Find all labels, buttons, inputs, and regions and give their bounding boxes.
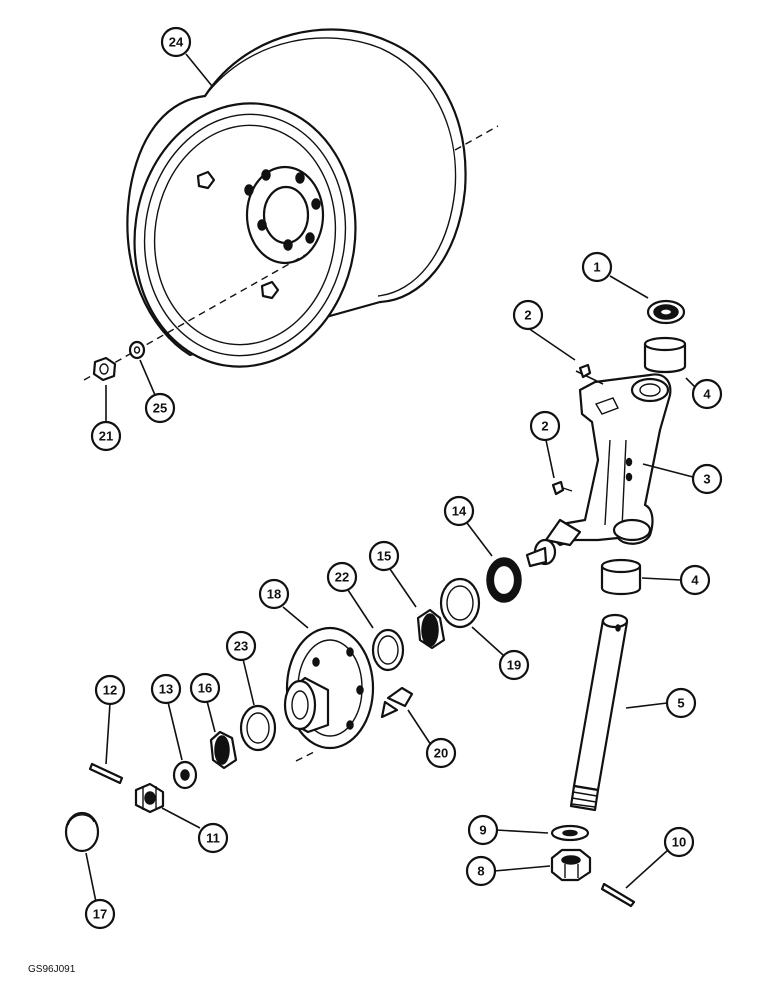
callout-10: 10	[663, 826, 695, 858]
callout-2-upper: 2	[512, 299, 544, 331]
svg-text:18: 18	[267, 587, 281, 602]
wheel-hub	[283, 626, 375, 762]
callout-4-upper: 4	[691, 378, 723, 410]
svg-text:9: 9	[479, 823, 486, 838]
callout-12: 12	[94, 674, 126, 706]
cotter-pin-castle-nut-and-cap	[64, 762, 165, 853]
svg-text:5: 5	[677, 696, 684, 711]
callout-25: 25	[144, 392, 176, 424]
callout-14: 14	[443, 495, 475, 527]
callout-11: 11	[197, 822, 229, 854]
svg-text:12: 12	[103, 683, 117, 698]
inner-bearings	[371, 557, 522, 672]
outer-bearings	[172, 704, 277, 790]
drawing-code: GS96J091	[28, 964, 76, 975]
callout-1: 1	[581, 251, 613, 283]
king-pin-washer-nut-and-pin	[550, 824, 636, 908]
callout-17: 17	[84, 898, 116, 930]
callout-4-lower: 4	[679, 564, 711, 596]
svg-text:4: 4	[691, 573, 699, 588]
callout-5: 5	[665, 687, 697, 719]
callout-2-lower: 2	[529, 410, 561, 442]
callout-15: 15	[368, 540, 400, 572]
callout-23: 23	[225, 630, 257, 662]
king-pin	[569, 613, 629, 812]
svg-text:1: 1	[593, 260, 600, 275]
svg-text:15: 15	[377, 549, 391, 564]
callout-21: 21	[90, 420, 122, 452]
steering-knuckle	[525, 370, 672, 568]
callout-9: 9	[467, 814, 499, 846]
callout-19: 19	[498, 649, 530, 681]
wheel-stud	[380, 686, 414, 719]
svg-text:2: 2	[541, 419, 548, 434]
svg-text:4: 4	[703, 387, 711, 402]
svg-text:25: 25	[153, 401, 167, 416]
callout-16: 16	[189, 672, 221, 704]
wheel-rim	[126, 28, 499, 368]
callout-20: 20	[425, 737, 457, 769]
svg-text:13: 13	[159, 682, 173, 697]
callout-8: 8	[465, 855, 497, 887]
svg-text:20: 20	[434, 746, 448, 761]
svg-text:8: 8	[477, 864, 484, 879]
svg-text:14: 14	[452, 504, 467, 519]
grease-fittings	[551, 363, 592, 496]
svg-text:17: 17	[93, 907, 107, 922]
callout-18: 18	[258, 578, 290, 610]
leader-lines	[85, 53, 697, 903]
svg-text:24: 24	[169, 35, 184, 50]
seal-and-bushings	[600, 299, 687, 596]
svg-text:23: 23	[234, 639, 248, 654]
callout-13: 13	[150, 673, 182, 705]
svg-text:16: 16	[198, 681, 212, 696]
callout-24: 24	[160, 26, 192, 58]
callout-22: 22	[326, 561, 358, 593]
svg-text:2: 2	[524, 308, 531, 323]
svg-text:19: 19	[507, 658, 521, 673]
callout-3: 3	[691, 463, 723, 495]
wheel-nut-and-washer	[83, 254, 306, 382]
svg-text:3: 3	[703, 472, 710, 487]
svg-text:22: 22	[335, 570, 349, 585]
svg-text:11: 11	[206, 831, 220, 846]
svg-text:10: 10	[672, 835, 686, 850]
svg-text:21: 21	[99, 429, 113, 444]
